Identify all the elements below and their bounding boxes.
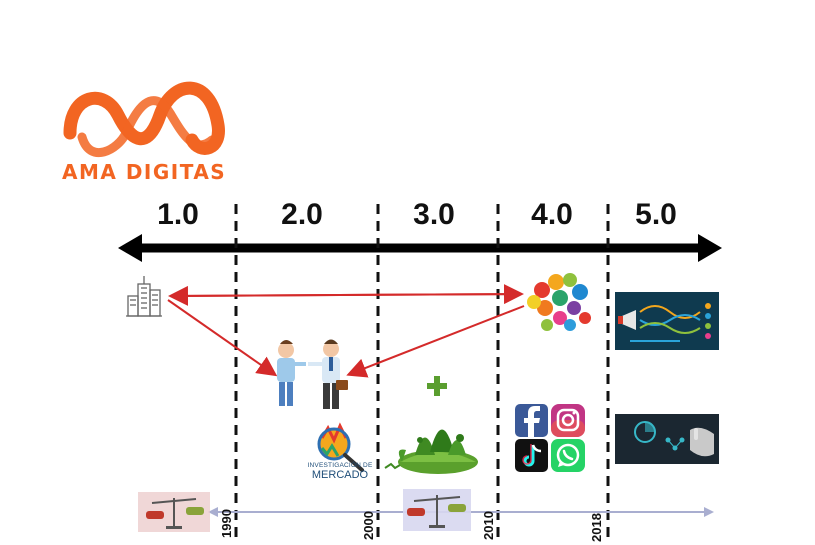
facebook-icon	[515, 404, 548, 437]
megaphone-icon	[615, 292, 719, 350]
arrow-heads-to-building	[168, 285, 521, 306]
year-label-2010: 2010	[481, 511, 496, 540]
main-timeline-arrow	[118, 234, 722, 262]
year-label-2018: 2018	[589, 513, 604, 542]
balance-scale-icon	[138, 492, 210, 532]
era-label-1: 1.0	[157, 198, 199, 231]
era-label-4: 4.0	[531, 198, 573, 231]
people-heads-icon	[527, 273, 591, 331]
office-building-icon	[126, 276, 162, 317]
relationship-arrows	[167, 284, 525, 378]
era-label-2: 2.0	[281, 198, 323, 231]
arrow-heads-to-handshake	[346, 305, 525, 378]
balance-scale-icon-2	[403, 489, 471, 531]
market-research-label: INVESTIGACIÓN DE MERCADO	[300, 462, 380, 481]
ama-digitas-logo-icon	[63, 81, 225, 157]
market-research-label-line1: INVESTIGACIÓN DE	[307, 462, 373, 469]
green-earth-icon	[384, 429, 478, 474]
era-separators	[234, 204, 610, 540]
era-label-3: 3.0	[413, 198, 455, 231]
brand-name: AMA DIGITAS	[62, 160, 227, 184]
instagram-icon	[551, 404, 585, 437]
whatsapp-icon	[551, 439, 585, 472]
tiktok-icon	[515, 439, 548, 472]
year-label-2000: 2000	[361, 511, 376, 540]
arrow-building-to-handshake	[167, 299, 278, 377]
market-research-label-line2: MERCADO	[311, 468, 369, 481]
plus-icon	[427, 376, 447, 396]
market-research-icon	[317, 422, 364, 472]
year-label-1990: 1990	[219, 509, 234, 538]
digital-touch-icon	[615, 414, 719, 464]
handshake-icon	[277, 339, 348, 409]
era-label-5: 5.0	[635, 198, 677, 231]
